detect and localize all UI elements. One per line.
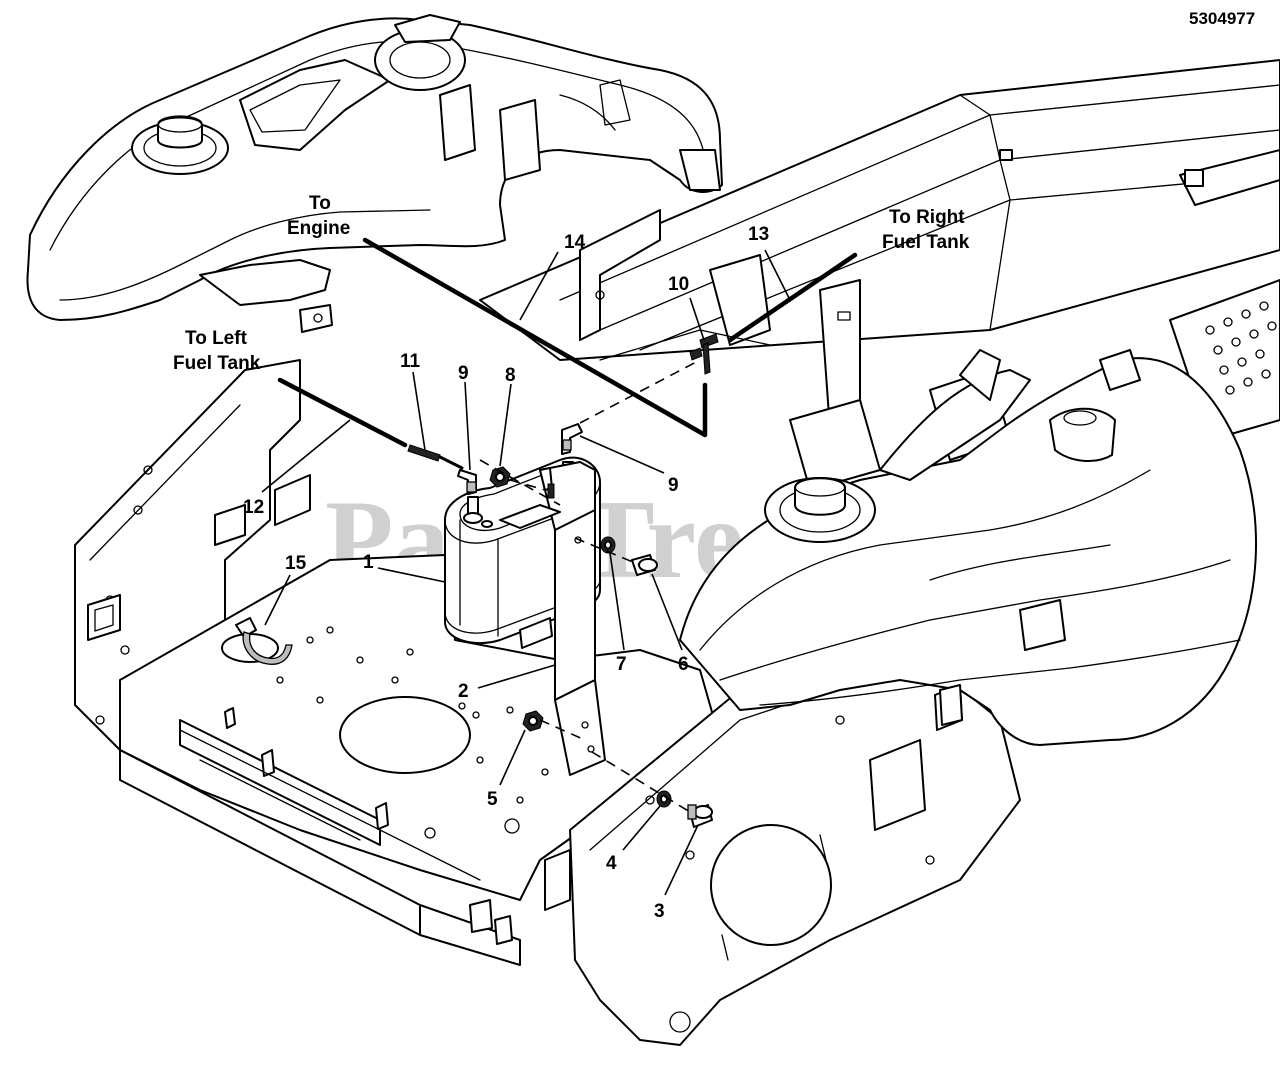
washer-item-4 <box>656 790 672 808</box>
nut-item-8 <box>489 466 511 488</box>
elbow-fitting-item-9-left <box>457 469 477 495</box>
destination-labels: To Engine To Left Fuel Tank To Right Fue… <box>173 193 970 374</box>
right-tank-filler-neck <box>764 477 876 543</box>
hose-to-engine <box>362 237 708 438</box>
main-chassis-frame <box>74 359 1021 1046</box>
right-fuel-tank <box>679 349 1257 746</box>
callout-3: 3 <box>654 901 665 922</box>
callout-6: 6 <box>678 654 689 675</box>
label-to-engine-line1: To <box>309 193 331 214</box>
callout-9-left: 9 <box>458 363 469 384</box>
callout-12: 12 <box>243 497 264 518</box>
cable-tie-item-15 <box>235 617 293 665</box>
callout-2: 2 <box>458 681 469 702</box>
callout-15: 15 <box>285 553 307 574</box>
callout-4: 4 <box>606 853 617 874</box>
washer-item-7 <box>600 536 616 554</box>
assembly-lines <box>479 359 701 813</box>
left-tank-filler-neck <box>131 115 229 175</box>
fuel-hoses <box>277 237 858 470</box>
label-to-engine-line2: Engine <box>287 218 350 239</box>
callout-1: 1 <box>363 552 374 573</box>
hose-to-right-tank <box>727 252 858 343</box>
label-to-right-tank-line2: Fuel Tank <box>882 232 970 253</box>
callout-13: 13 <box>748 224 769 245</box>
mounting-bracket <box>499 461 606 776</box>
callout-leaders <box>261 249 791 896</box>
elbow-fitting-item-9-right <box>561 423 583 455</box>
callout-10: 10 <box>668 274 689 295</box>
tee-fitting-item-10 <box>689 333 719 375</box>
label-to-right-tank-line1: To Right <box>889 207 965 228</box>
callout-8: 8 <box>505 365 516 386</box>
bolt-item-3 <box>687 804 713 828</box>
label-to-left-tank-line2: Fuel Tank <box>173 353 261 374</box>
diagram-id-number: 5304977 <box>1189 9 1255 28</box>
left-fuel-tank <box>26 14 723 333</box>
hose-to-left-tank <box>277 377 408 448</box>
callout-9-right: 9 <box>668 475 679 496</box>
callout-11: 11 <box>400 351 421 372</box>
callout-5: 5 <box>487 789 498 810</box>
step-plate-holes <box>1205 301 1277 395</box>
callout-7: 7 <box>616 654 627 675</box>
nut-item-5 <box>522 710 544 732</box>
callout-numbers: 1 2 3 4 5 6 7 8 9 9 10 11 12 13 14 15 <box>243 224 769 922</box>
hose-fitting-item-11 <box>407 444 441 462</box>
callout-14: 14 <box>564 232 586 253</box>
label-to-left-tank-line1: To Left <box>185 328 248 349</box>
